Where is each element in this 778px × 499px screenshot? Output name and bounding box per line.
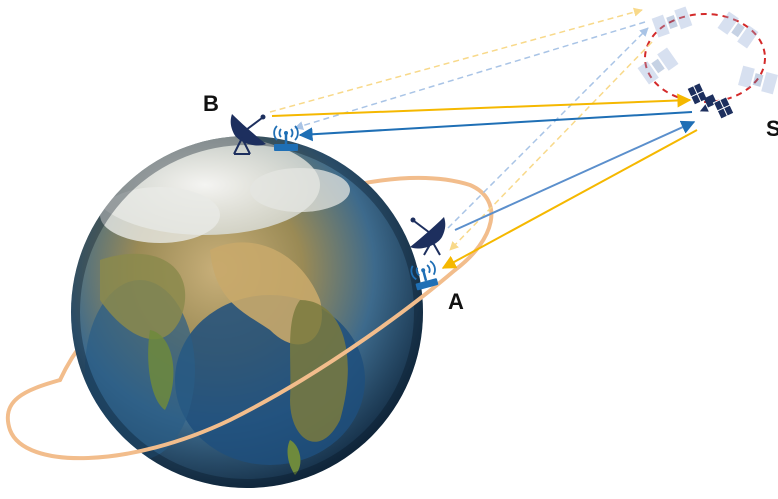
station-a-label: A <box>448 289 464 314</box>
satellite-dish-icon <box>230 114 266 155</box>
signal-antenna-icon <box>410 260 439 291</box>
orbit-ring-front <box>6 268 457 461</box>
satellite-orbit-path <box>644 13 766 103</box>
downlink-arrow-s-to-a <box>441 129 698 269</box>
satellite-dish-icon <box>410 217 446 256</box>
uplink-arrow-b-to-s <box>271 93 692 117</box>
faded-satellite-icon <box>717 11 759 49</box>
satellite-s-label: S <box>766 116 778 141</box>
faded-satellite-icon <box>738 65 778 95</box>
station-b-label: B <box>203 91 219 116</box>
faded-downlink-arrow <box>294 21 646 130</box>
signal-antenna-icon <box>273 125 299 151</box>
faded-downlink-arrow <box>449 41 653 251</box>
faded-satellite-icon <box>651 6 693 38</box>
uplink-arrow-a-to-s <box>454 120 696 231</box>
downlink-arrow-s-to-b <box>298 111 693 142</box>
faded-uplink-arrow <box>269 7 643 113</box>
faded-uplink-arrow <box>447 27 649 229</box>
faded-satellite-icon <box>637 47 679 85</box>
earth-globe-icon <box>71 136 423 488</box>
satellite-icon <box>686 82 735 120</box>
